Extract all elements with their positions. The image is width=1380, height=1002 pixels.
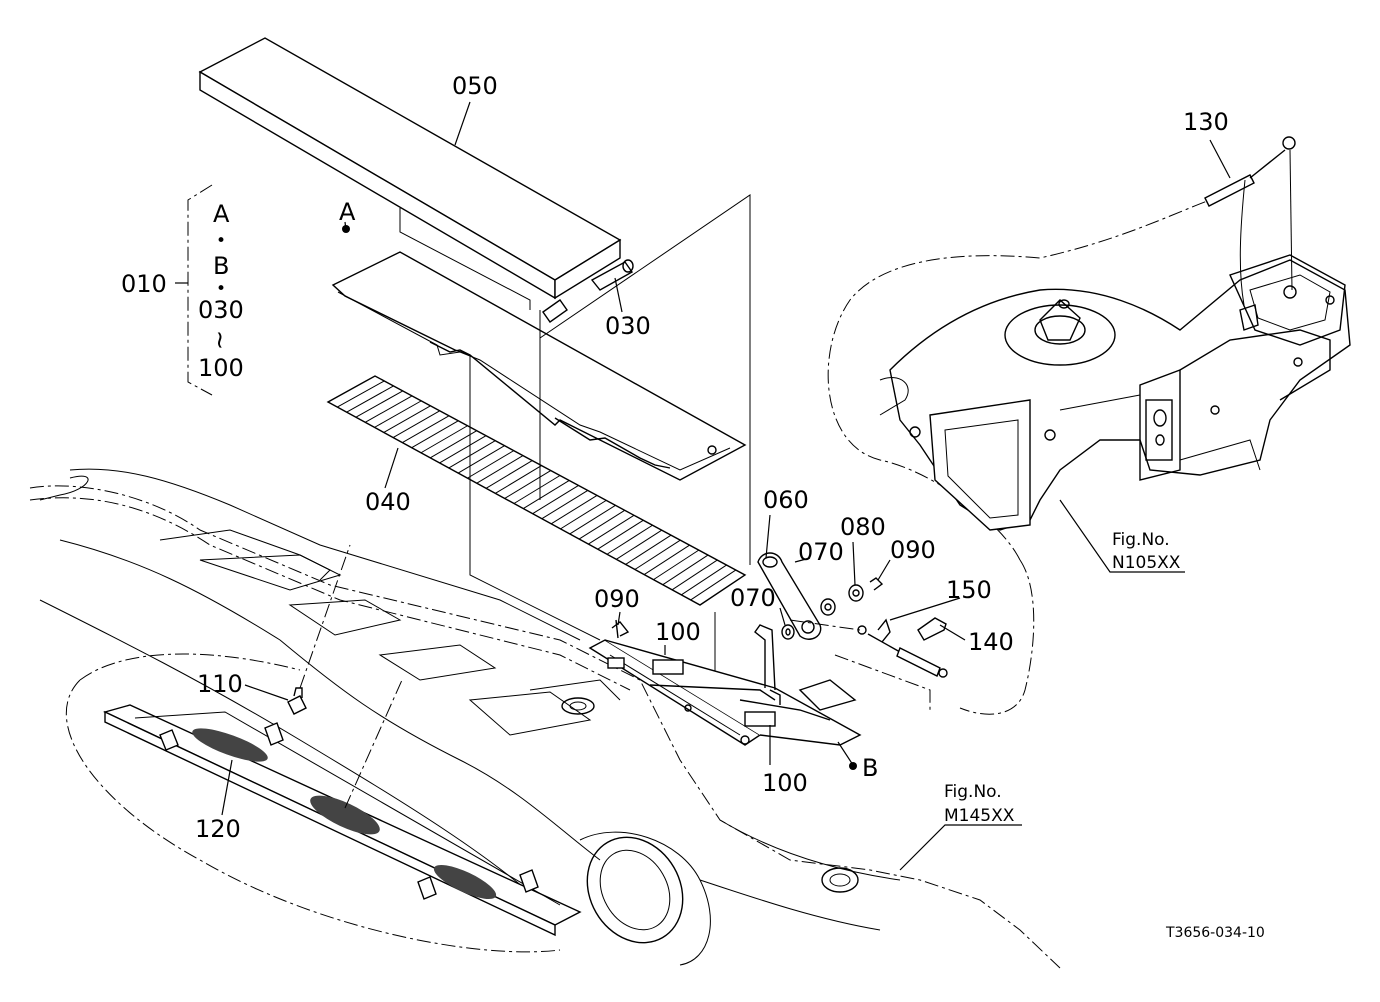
callout-140: 140: [968, 628, 1014, 656]
screw-110: [287, 544, 403, 809]
marker-a-label: A: [339, 198, 356, 226]
filter-hatch-line: [374, 400, 422, 428]
group-item-030: 030: [198, 296, 244, 324]
filter-hatch-line: [634, 539, 681, 570]
cover-050: [198, 37, 622, 300]
callout-100-lower: 100: [762, 769, 808, 797]
bracket-assembly: [588, 624, 931, 746]
blower-case-assembly: [827, 199, 1351, 715]
filter-hatch-line: [662, 554, 709, 586]
filter-hatch-line: [671, 559, 718, 591]
pin-090b: [611, 619, 630, 639]
filter-hatch-line: [504, 470, 552, 499]
group-range-mark: ~: [206, 330, 234, 350]
filter-hatch-line: [448, 440, 496, 469]
fig-ref-n105xx-number: N105XX: [1112, 553, 1181, 573]
fig-ref-m145xx-title: Fig.No.: [944, 782, 1002, 802]
filter-hatch-line: [485, 460, 533, 489]
filter-hatch-line: [476, 455, 524, 484]
callout-080: 080: [840, 513, 886, 541]
filter-hatch-line: [513, 475, 561, 504]
callout-050: 050: [452, 72, 498, 100]
filter-hatch-line: [625, 534, 672, 565]
filter-hatch-line: [616, 529, 663, 560]
filter-hatch-line: [495, 465, 542, 494]
group-item-100: 100: [198, 354, 244, 382]
filter-hatch-line: [383, 405, 431, 433]
filter-hatch-line: [606, 524, 653, 555]
filter-hatch-line: [337, 380, 385, 408]
fig-ref-n105xx-title: Fig.No.: [1112, 530, 1170, 550]
pin-090a: [869, 577, 884, 591]
instrument-panel: [29, 468, 1061, 969]
callout-090-right: 090: [890, 536, 936, 564]
filter-hatch-line: [690, 569, 737, 601]
washer-080: [848, 584, 864, 602]
filter-hatch-line: [411, 420, 459, 449]
group-item-a: A: [213, 200, 230, 228]
filter-hatch-line: [653, 549, 700, 581]
callout-130: 130: [1183, 108, 1229, 136]
callout-040: 040: [365, 488, 411, 516]
group-bracket-010: [175, 184, 213, 396]
filter-hatch-line: [402, 415, 450, 444]
gas-strut-130: [1204, 136, 1296, 306]
filter-hatch-line: [457, 445, 505, 474]
callout-030: 030: [605, 312, 651, 340]
filter-hatch-line: [392, 410, 440, 438]
callout-110: 110: [197, 670, 243, 698]
fig-ref-m145xx-number: M145XX: [944, 806, 1015, 826]
filter-hatch-line: [578, 509, 626, 540]
clip-030: [542, 259, 634, 323]
cable-150: [789, 618, 948, 678]
filter-hatch-line: [597, 519, 644, 550]
callout-150: 150: [946, 576, 992, 604]
filter-hatch-line: [643, 544, 690, 575]
filter-hatch-line: [560, 499, 607, 530]
filter-hatch-line: [439, 435, 487, 464]
callout-090-left: 090: [594, 585, 640, 613]
filter-hatch-line: [532, 485, 579, 515]
marker-b-dot: [849, 762, 857, 770]
group-dot-1: •: [216, 231, 226, 251]
filter-hatch-line: [681, 564, 727, 596]
callout-100-upper: 100: [655, 618, 701, 646]
marker-b-label: B: [862, 754, 878, 782]
filter-hatch-line: [355, 390, 403, 418]
grille-120: [103, 704, 582, 937]
filter-hatch-line: [588, 514, 635, 545]
filter-hatch-line: [420, 425, 468, 454]
callout-120: 120: [195, 815, 241, 843]
washer-070a: [820, 598, 836, 616]
filter-hatch-line: [569, 504, 616, 535]
filter-hatch-line: [346, 385, 394, 413]
filter-frame-a: [331, 251, 747, 481]
marker-a-dot: [342, 225, 350, 233]
callout-070-lower: 070: [730, 584, 776, 612]
filter-hatch-line: [541, 489, 589, 520]
filter-hatch-line: [430, 430, 478, 459]
callout-060: 060: [763, 486, 809, 514]
group-dot-2: •: [216, 279, 226, 299]
group-item-b: B: [213, 252, 229, 280]
filter-hatch-line: [523, 480, 570, 510]
filter-element-040: [326, 375, 747, 606]
bracket-140: [917, 617, 947, 641]
callout-070-upper: 070: [798, 538, 844, 566]
drawing-code: T3656-034-10: [1165, 925, 1265, 941]
filter-hatch-line: [467, 450, 515, 479]
filter-hatch-line: [550, 494, 598, 525]
filter-hatch-line: [364, 395, 413, 423]
group-label-010: 010: [121, 270, 167, 298]
link-060: [757, 552, 822, 640]
washer-070b: [781, 624, 795, 640]
